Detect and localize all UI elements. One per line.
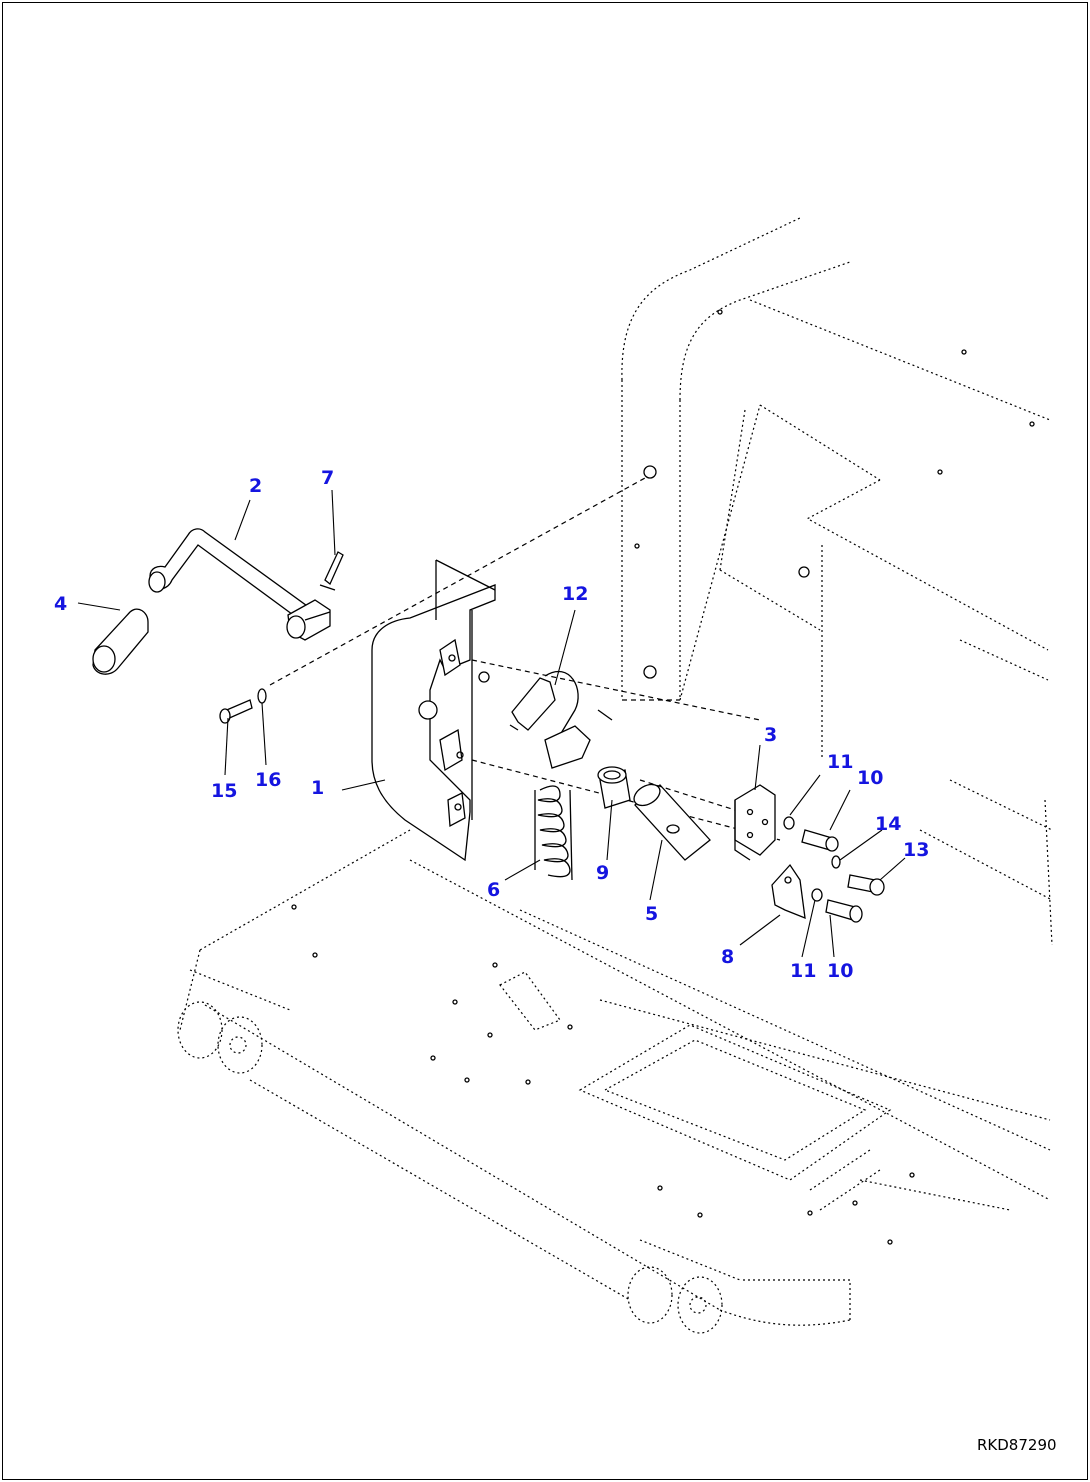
callout-10-lower: 10: [827, 960, 853, 982]
bolt-part-13: [847, 874, 885, 896]
plate-part-8: [771, 863, 806, 920]
callout-16: 16: [255, 769, 281, 791]
callout-11-upper: 11: [827, 751, 853, 773]
callout-14: 14: [875, 813, 901, 835]
callout-7: 7: [321, 467, 334, 489]
grip-part-4: [92, 608, 149, 675]
callout-15: 15: [211, 780, 237, 802]
callout-13: 13: [903, 839, 929, 861]
washer-part-16: [257, 688, 267, 704]
pin-part-5: [633, 783, 711, 861]
washer-part-11-lower: [811, 888, 823, 902]
drawing-number: RKD87290: [977, 1436, 1057, 1454]
callout-labels: 1 2 3 4 5 6 7 8 9 10 10 11 11 12 13 14 1…: [54, 467, 929, 982]
bolt-part-15: [219, 699, 253, 724]
bolt-part-10-lower: [825, 899, 863, 923]
guide-block-part-3: [639, 779, 776, 861]
leader-lines: [77, 489, 906, 958]
spring-part-6: [534, 785, 573, 881]
callout-5: 5: [645, 903, 658, 925]
callout-12: 12: [562, 583, 588, 605]
callout-9: 9: [596, 862, 609, 884]
callout-2: 2: [249, 475, 262, 497]
callout-4: 4: [54, 593, 67, 615]
bolt-part-10-upper: [801, 829, 839, 852]
machine-frame-phantom: [177, 217, 1053, 1334]
collar-part-9: [597, 766, 631, 809]
pin-part-7: [319, 551, 344, 591]
washer-part-11-upper: [783, 816, 795, 830]
callout-3: 3: [764, 724, 777, 746]
callout-8: 8: [721, 946, 734, 968]
callout-1: 1: [311, 777, 324, 799]
washer-part-14: [831, 855, 841, 869]
callout-6: 6: [487, 879, 500, 901]
callout-11-lower: 11: [790, 960, 816, 982]
switch-part-12: [509, 670, 613, 769]
bracket-part-1: [371, 559, 781, 862]
lever-handle-part-2: [148, 528, 331, 641]
callout-10-upper: 10: [857, 767, 883, 789]
